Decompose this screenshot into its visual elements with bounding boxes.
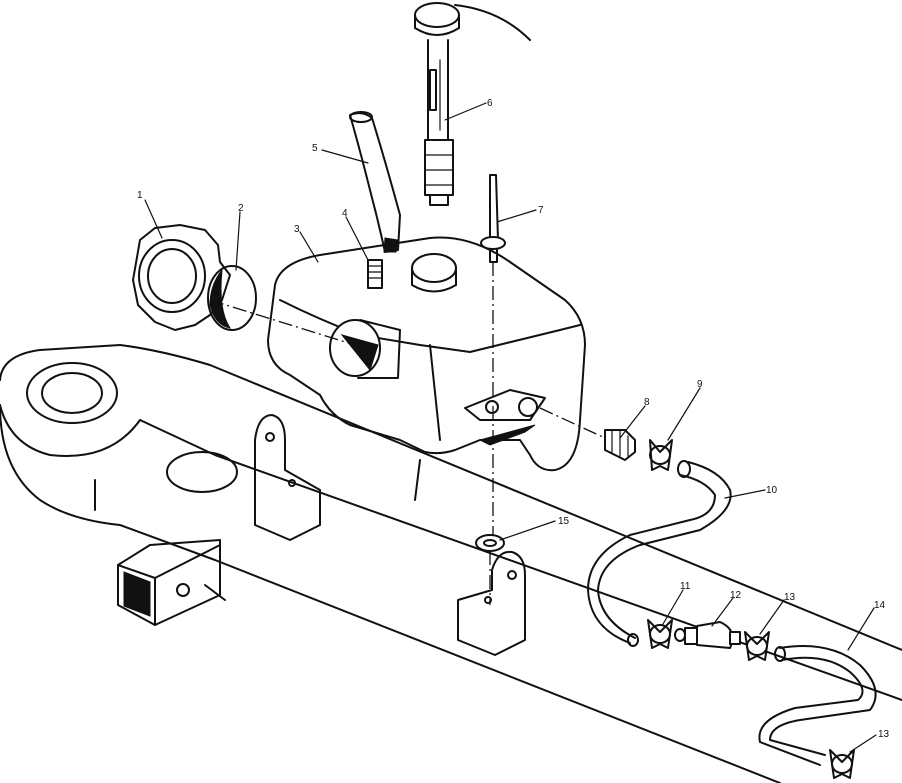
callout-10: 10 bbox=[766, 485, 778, 496]
callout-6: 6 bbox=[487, 98, 493, 109]
callout-5: 5 bbox=[312, 143, 318, 154]
callout-2: 2 bbox=[238, 203, 244, 214]
cap-gasket bbox=[207, 265, 257, 331]
clamp-13b bbox=[829, 749, 855, 779]
callout-13b: 13 bbox=[878, 729, 890, 740]
assembly-centerlines bbox=[209, 262, 606, 605]
leader-lines bbox=[144, 102, 877, 753]
frame-assembly bbox=[0, 344, 902, 783]
callout-9: 9 bbox=[697, 379, 703, 390]
callout-14: 14 bbox=[874, 600, 886, 611]
fuel-filter bbox=[674, 621, 741, 649]
vent-tube bbox=[480, 174, 506, 263]
washer bbox=[475, 534, 505, 552]
callout-labels: 1 2 3 4 5 6 7 8 9 10 11 12 13 13 14 15 bbox=[137, 98, 890, 740]
hose-14 bbox=[758, 645, 877, 766]
vent-hose bbox=[349, 111, 401, 253]
fuel-gauge-sender bbox=[414, 2, 531, 206]
callout-8: 8 bbox=[644, 397, 650, 408]
callout-11: 11 bbox=[680, 581, 691, 592]
callout-7: 7 bbox=[538, 205, 544, 216]
outlet-fitting bbox=[604, 429, 636, 461]
fuel-tank bbox=[267, 236, 586, 501]
clamp-13a bbox=[744, 631, 770, 661]
vent-fitting bbox=[367, 259, 383, 289]
callout-4: 4 bbox=[342, 208, 348, 219]
fuel-hose bbox=[587, 460, 732, 647]
clamp-9 bbox=[649, 439, 673, 471]
callout-15: 15 bbox=[558, 516, 570, 527]
callout-13a: 13 bbox=[784, 592, 796, 603]
callout-1: 1 bbox=[137, 190, 143, 201]
callout-12: 12 bbox=[730, 590, 742, 601]
tank-cap bbox=[132, 224, 231, 331]
callout-3: 3 bbox=[294, 224, 300, 235]
clamp-11 bbox=[647, 619, 673, 649]
